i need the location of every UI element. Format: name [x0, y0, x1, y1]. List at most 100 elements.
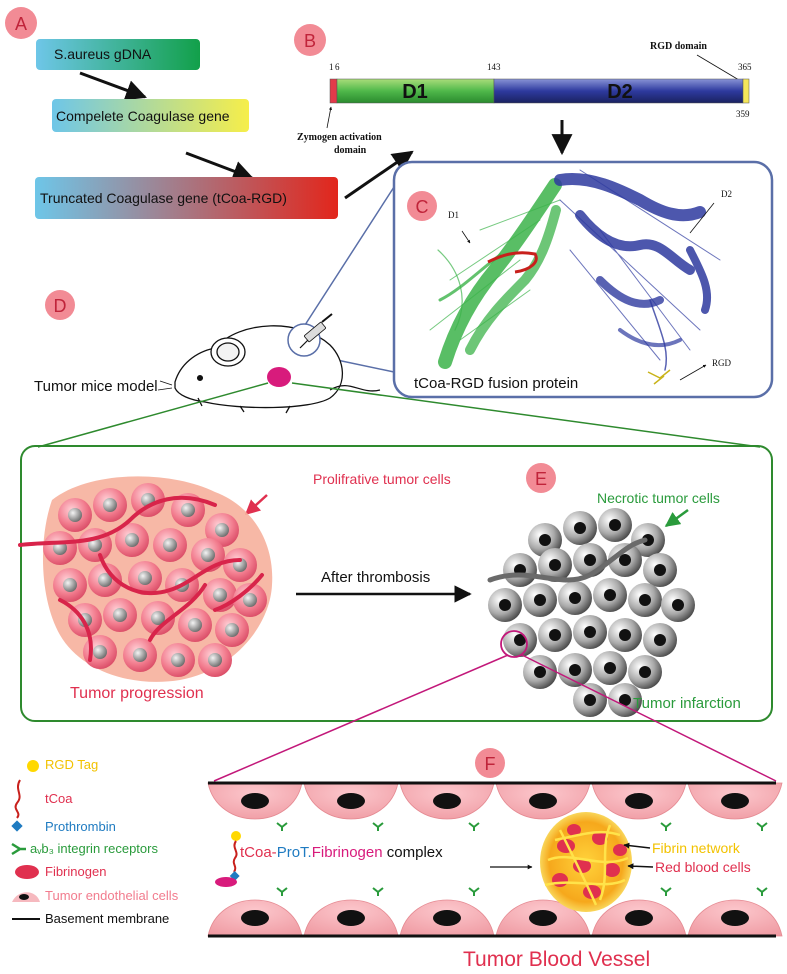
c-rgd-label: RGD: [712, 358, 732, 368]
legend-basement-label: Basement membrane: [45, 911, 169, 926]
necrotic-cell: [573, 683, 607, 717]
tumor-cell: [128, 561, 162, 595]
panel-a-badge: [5, 7, 37, 39]
necrotic-cell: [598, 508, 632, 542]
rgd-region-yellow: [647, 369, 671, 385]
rgd-domain-label: RGD domain: [650, 41, 707, 52]
endothelial-cell: [495, 899, 591, 937]
integrin-receptor: [276, 822, 288, 831]
tumor-cell: [153, 528, 187, 562]
tumor-cell: [43, 531, 77, 565]
tumor-cell: [233, 583, 267, 617]
c-d1-label: D1: [448, 210, 459, 220]
legend-tcoa-icon: [14, 779, 21, 819]
tumor-vessels-red: [18, 495, 264, 662]
necrotic-cell: [573, 615, 607, 649]
tumor-cell: [205, 513, 239, 547]
integrin-receptor: [756, 822, 768, 831]
pos-6: 6: [335, 62, 340, 72]
tumor-cell: [103, 598, 137, 632]
zoom-line-top: [304, 186, 395, 326]
necrotic-cell: [643, 553, 677, 587]
legend-rgd-icon: [27, 760, 39, 772]
necrotic-label: Necrotic tumor cells: [597, 490, 720, 506]
complex-label: tCoa-ProT.Fibrinogen complex: [240, 844, 443, 861]
arrow-a1: [79, 71, 147, 101]
tumor-cell: [53, 568, 87, 602]
panel-e: E Prolifrative tumor cells Necrotic tumo…: [18, 445, 777, 782]
legend-integrin-label: aᵥb₃ integrin receptors: [30, 841, 158, 856]
panel-e-badge: [526, 463, 556, 493]
necrotic-cell: [643, 623, 677, 657]
endothelial-cell: [207, 782, 303, 820]
protein-caption: tCoa-RGD fusion protein: [414, 375, 578, 392]
zymogen-label-1: Zymogen activation: [297, 132, 382, 143]
complex-prot: ProT.: [277, 844, 312, 861]
panel-e-label: E: [535, 469, 547, 489]
c-d2-label: D2: [721, 189, 732, 199]
integrin-receptor: [756, 887, 768, 896]
zymogen-pointer: [326, 106, 333, 129]
tumor-cell: [171, 493, 205, 527]
endothelial-cell: [399, 899, 495, 937]
progression-label: Tumor progression: [70, 685, 204, 702]
tumor-cell: [215, 613, 249, 647]
mouse-drawing: [157, 325, 381, 414]
necrotic-cell: [593, 651, 627, 685]
necrotic-cell: [523, 583, 557, 617]
tumor-panel-box: [20, 445, 773, 722]
zoom-line-f-left: [213, 654, 509, 782]
endothelial-cell: [591, 782, 687, 820]
c-rgd-pointer: [679, 364, 707, 381]
legend: RGD Tag tCoa Prothrombin aᵥb₃ integrin r…: [11, 757, 179, 926]
truncated-gene-label: Truncated Coagulase gene (tCoa-RGD): [40, 190, 287, 206]
necrotic-cell: [628, 655, 662, 689]
fibrin-arrow: [623, 842, 651, 849]
integrin-receptor: [372, 822, 384, 831]
tumor-cell: [83, 635, 117, 669]
tumor-cell: [88, 563, 122, 597]
necrotic-cell: [558, 653, 592, 687]
necrotic-cell: [608, 683, 642, 717]
coagulase-gene-label: Compelete Coagulase gene: [56, 108, 230, 124]
zoom-line-e-right: [291, 382, 761, 448]
d1-bar-label: D1: [402, 81, 428, 103]
necrotic-cell: [488, 588, 522, 622]
legend-fibrinogen-label: Fibrinogen: [45, 864, 106, 879]
legend-prothrombin-icon: [11, 820, 23, 832]
complex-icon: [215, 831, 241, 887]
coagulase-gene-box: [52, 99, 249, 132]
tumor-cell: [198, 643, 232, 677]
necrotic-cell: [593, 578, 627, 612]
integrin-receptor: [468, 822, 480, 831]
necrotic-cell: [503, 553, 537, 587]
necrotic-cell: [558, 581, 592, 615]
panel-f: F Fibrin network Red blood cells: [207, 748, 783, 971]
endothelial-row-top: [207, 782, 783, 831]
panel-d-label: D: [54, 296, 67, 316]
panel-c-badge: [407, 191, 437, 221]
vessel-title: Tumor Blood Vessel: [463, 948, 650, 971]
proliferative-arrow: [244, 494, 268, 516]
necrotic-cell: [608, 543, 642, 577]
tumor-spot: [267, 367, 291, 387]
zymogen-segment: [329, 78, 338, 104]
panel-d-badge: [45, 290, 75, 320]
panel-b-badge: [294, 24, 326, 56]
zoom-circle: [500, 630, 528, 658]
d2-bar-label: D2: [607, 81, 633, 103]
endothelial-cell: [303, 899, 399, 937]
c-d2-pointer: [689, 202, 715, 234]
endothelial-row-bottom: [207, 887, 783, 937]
zoom-line-f-right: [521, 654, 777, 782]
legend-rgd-label: RGD Tag: [45, 757, 98, 772]
necrotic-cell: [538, 618, 572, 652]
necrotic-cells: [488, 508, 695, 717]
fibrin-network-label: Fibrin network: [652, 840, 741, 856]
necrotic-vessel: [487, 537, 648, 583]
panel-b: B RGD domain 1 6 143 365 D1 D2 359 Zymog…: [294, 24, 752, 156]
legend-fibrinogen-icon: [15, 865, 39, 879]
necrotic-cell: [631, 523, 665, 557]
complex-fibrinogen: Fibrinogen: [312, 844, 383, 861]
